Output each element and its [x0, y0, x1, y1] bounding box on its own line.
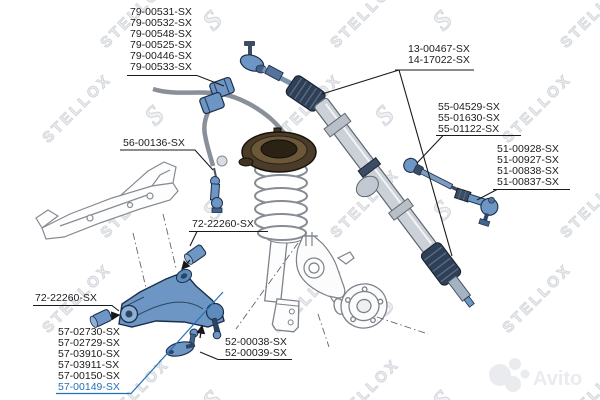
part-number: 79-00548-SX: [130, 28, 192, 40]
part-number: 57-03910-SX: [58, 348, 120, 360]
leader-lines: [33, 69, 570, 361]
arm-bushing-rear-art: [183, 244, 207, 265]
ball-joint-art: [165, 328, 199, 357]
wheel-hub-art: [333, 283, 388, 329]
part-number: 79-00446-SX: [130, 50, 192, 62]
part-number: 56-00136-SX: [123, 137, 185, 149]
highlighted-leader-line: [56, 291, 224, 395]
arm-bushing-front-art: [89, 309, 113, 328]
coil-spring-art: [254, 161, 308, 241]
part-number: 51-00928-SX: [497, 143, 559, 155]
steering-knuckle-art: [295, 232, 355, 308]
label-group-tie-rod-end: 51-00928-SX 51-00927-SX 51-00838-SX 51-0…: [497, 144, 559, 188]
part-number: 51-00927-SX: [497, 154, 559, 166]
part-number-highlighted[interactable]: 57-00149-SX: [58, 381, 120, 393]
label-group-arm-bushing-rear: 72-22260-SX: [192, 219, 254, 230]
part-number: 79-00531-SX: [130, 6, 192, 18]
part-number: 79-00525-SX: [130, 39, 192, 51]
part-number: 79-00532-SX: [130, 17, 192, 29]
part-number: 72-22260-SX: [35, 292, 97, 304]
steering-rack-art: [239, 41, 475, 308]
part-number: 51-00837-SX: [497, 176, 559, 188]
part-number: 55-01122-SX: [438, 123, 500, 135]
rack-housing: [314, 97, 438, 254]
label-group-stabilizer-bushings: 79-00531-SX 79-00532-SX 79-00548-SX 79-0…: [130, 7, 192, 73]
tie-rod-stud: [248, 45, 252, 58]
part-number: 51-00838-SX: [497, 165, 559, 177]
rack-boot-lower: [420, 242, 462, 286]
label-group-control-arm: 57-02730-SX 57-02729-SX 57-03910-SX 57-0…: [58, 327, 120, 393]
part-number: 52-00038-SX: [225, 336, 287, 348]
part-number: 57-00150-SX: [58, 370, 120, 382]
inner-tie-rod-art: [403, 157, 462, 193]
label-group-inner-tie-rod: 55-04529-SX 55-01630-SX 55-01122-SX: [438, 102, 500, 135]
part-number: 57-03911-SX: [58, 359, 120, 371]
part-number: 57-02729-SX: [58, 337, 120, 349]
rack-boot-upper: [285, 75, 326, 112]
part-number: 72-22260-SX: [192, 218, 254, 230]
label-group-ball-joint: 52-00038-SX 52-00039-SX: [225, 337, 287, 359]
part-number: 57-02730-SX: [58, 326, 120, 338]
strut-art: [264, 228, 305, 333]
part-number: 13-00467-SX: [408, 43, 470, 55]
part-number: 14-17022-SX: [408, 54, 470, 66]
stabilizer-link-art: [209, 155, 228, 213]
label-group-steering-rack: 13-00467-SX 14-17022-SX: [408, 44, 470, 66]
part-number: 55-04529-SX: [438, 101, 500, 113]
subframe-crossmember-art: [35, 161, 179, 240]
label-group-stabilizer-link: 56-00136-SX: [123, 138, 185, 149]
part-number: 52-00039-SX: [225, 347, 287, 359]
strut-mount-art: [238, 127, 317, 173]
strut-bracket-art: [271, 298, 300, 333]
construction-lines: [132, 213, 429, 348]
control-arm-art[interactable]: [118, 267, 225, 340]
label-group-arm-bushing-front: 72-22260-SX: [35, 293, 97, 304]
assembly-arrows: [109, 259, 206, 339]
part-number: 79-00533-SX: [130, 61, 192, 73]
part-number: 55-01630-SX: [438, 112, 500, 124]
stabilizer-bushing-brackets: [199, 76, 235, 115]
tie-rod-end-art: [453, 187, 499, 227]
